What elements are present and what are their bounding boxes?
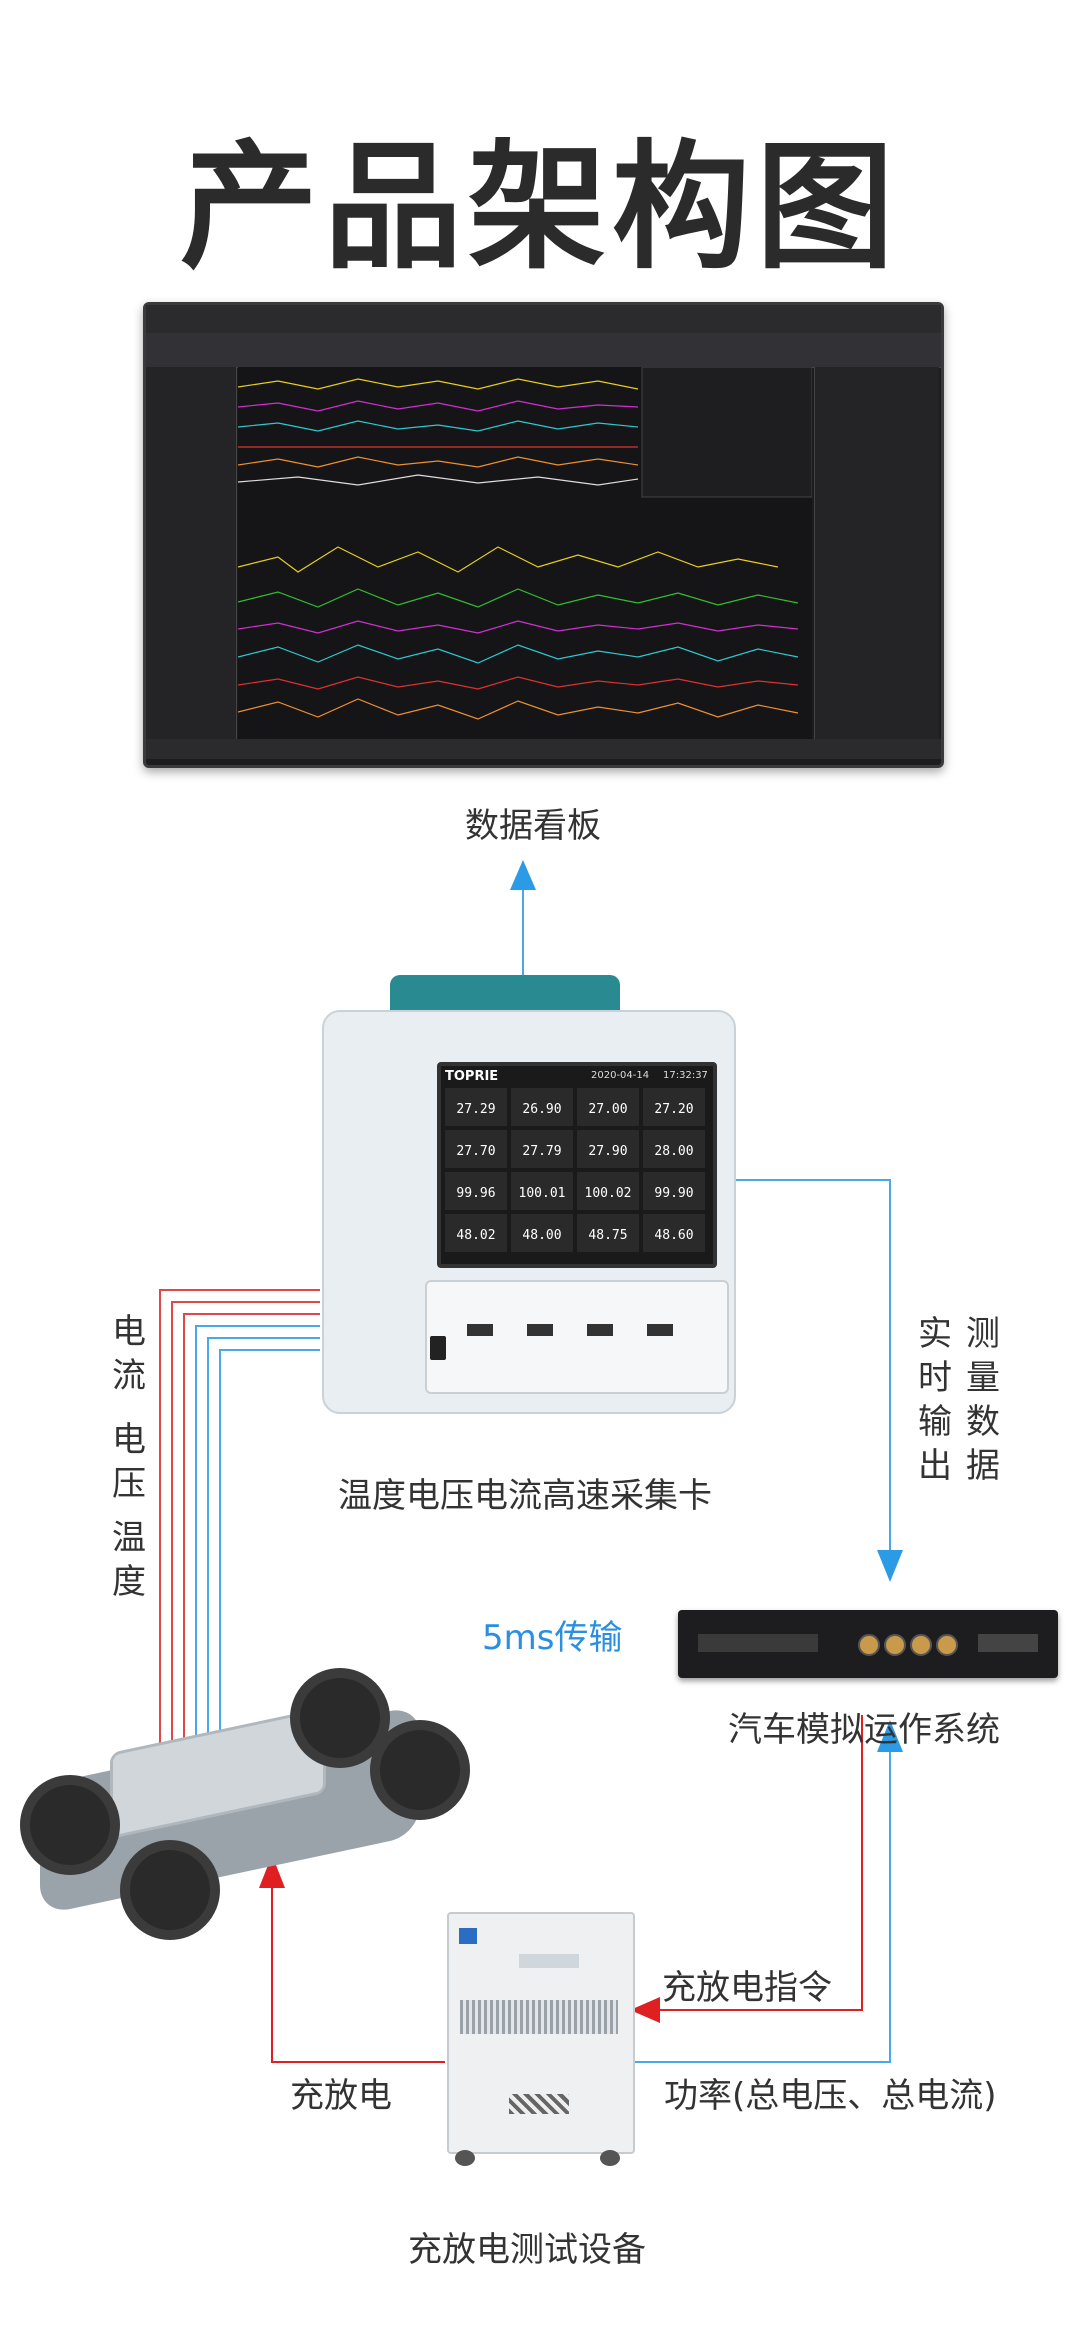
device-cell: 48.02	[445, 1214, 507, 1252]
line-voltage-red	[183, 1313, 320, 1745]
arrow-head-carsim	[877, 1550, 903, 1582]
connector-icon	[910, 1634, 932, 1656]
device-cell: 48.60	[643, 1214, 705, 1252]
connector-icon	[858, 1634, 880, 1656]
cabinet-vent	[460, 2000, 618, 2034]
line-temp-blue-2	[207, 1337, 320, 1745]
monitor-titlebar	[146, 305, 941, 333]
usb-port-icon	[647, 1324, 673, 1336]
device-screen: TOPRIE 2020-04-14 17:32:37 27.29 26.90 2…	[437, 1062, 717, 1268]
wave-red-2	[237, 676, 799, 690]
line-device-to-carsim	[735, 1179, 891, 1560]
arrow-head-dashboard	[510, 860, 536, 890]
line-current-red-2	[171, 1301, 320, 1745]
wave-green	[237, 588, 799, 608]
arrow-head-charge-cmd	[630, 1997, 660, 2023]
device-cell: 27.90	[577, 1130, 639, 1168]
line-temp-blue-3	[219, 1349, 320, 1745]
usb-port-icon	[527, 1324, 553, 1336]
device-cell: 26.90	[511, 1088, 573, 1126]
label-transfer: 5ms传输	[482, 1618, 623, 1658]
usb-port-icon	[587, 1324, 613, 1336]
wave-white	[237, 474, 639, 486]
monitor-left-panel	[146, 367, 237, 739]
wave-cyan	[237, 420, 639, 432]
cabinet-badge-icon	[509, 2094, 569, 2114]
waveform-plot	[237, 366, 813, 720]
label-realtime-output: 实时输出	[918, 1314, 952, 1486]
car-sim-controller	[678, 1610, 1058, 1678]
device-cell: 48.75	[577, 1214, 639, 1252]
label-temperature: 温度	[112, 1518, 146, 1602]
device-io-panel	[425, 1280, 729, 1394]
caster-icon	[600, 2150, 620, 2166]
cabinet-logo-icon	[459, 1928, 477, 1944]
wave-yellow	[237, 378, 639, 390]
wave-magenta-2	[237, 620, 799, 634]
monitor-statusbar	[146, 739, 941, 759]
label-car-sim: 汽车模拟运作系统	[728, 1710, 1000, 1750]
label-charge-discharge: 充放电	[290, 2076, 392, 2116]
device-cell: 27.29	[445, 1088, 507, 1126]
cabinet-display	[519, 1954, 579, 1968]
label-test-equipment: 充放电测试设备	[408, 2230, 646, 2270]
device-cell: 28.00	[643, 1130, 705, 1168]
wave-teal	[237, 644, 799, 664]
wave-orange-2	[237, 698, 799, 720]
device-cell: 99.90	[643, 1172, 705, 1210]
device-cell: 99.96	[445, 1172, 507, 1210]
device-cell: 27.00	[577, 1088, 639, 1126]
device-handle	[390, 975, 620, 1015]
dashboard-monitor	[143, 302, 944, 768]
caster-icon	[455, 2150, 475, 2166]
arrow-head-power	[877, 1720, 903, 1752]
label-measure-data: 测量数据	[966, 1314, 1000, 1486]
device-cell: 27.20	[643, 1088, 705, 1126]
label-power: 功率(总电压、总电流)	[664, 2076, 997, 2116]
wave-magenta	[237, 400, 639, 412]
wave-yellow-2	[237, 546, 779, 573]
port-block-icon	[978, 1634, 1038, 1652]
page-title: 产品架构图	[179, 127, 900, 288]
wheel-icon	[290, 1668, 390, 1768]
usb-port-icon	[467, 1324, 493, 1336]
device-brand: TOPRIE	[445, 1069, 499, 1084]
device-date: 2020-04-14	[591, 1070, 650, 1081]
power-switch-icon	[430, 1336, 446, 1360]
device-time: 17:32:37	[663, 1070, 708, 1081]
label-dashboard: 数据看板	[465, 806, 601, 846]
connector-icon	[884, 1634, 906, 1656]
line-charge-discharge	[271, 1880, 445, 2063]
line-charge-cmd	[655, 1715, 863, 2011]
device-cell: 48.00	[511, 1214, 573, 1252]
device-cell: 27.70	[445, 1130, 507, 1168]
monitor-right-panel	[814, 367, 939, 739]
line-current-red	[159, 1289, 320, 1745]
wheel-icon	[370, 1720, 470, 1820]
label-current: 电流	[112, 1312, 146, 1396]
device-cell: 100.01	[511, 1172, 573, 1210]
device-cell: 100.02	[577, 1172, 639, 1210]
wheel-icon	[20, 1775, 120, 1875]
label-voltage: 电压	[112, 1420, 146, 1504]
line-power	[632, 1745, 891, 2063]
wheel-icon	[120, 1840, 220, 1940]
arrow-head-charge-discharge	[259, 1855, 285, 1888]
wave-orange	[237, 456, 639, 468]
device-cell: 27.79	[511, 1130, 573, 1168]
label-charge-cmd: 充放电指令	[662, 1968, 832, 2008]
connector-icon	[936, 1634, 958, 1656]
port-block-icon	[698, 1634, 818, 1652]
label-collector: 温度电压电流高速采集卡	[338, 1476, 712, 1516]
monitor-plot-area	[237, 366, 813, 739]
line-temp-blue	[195, 1325, 320, 1745]
